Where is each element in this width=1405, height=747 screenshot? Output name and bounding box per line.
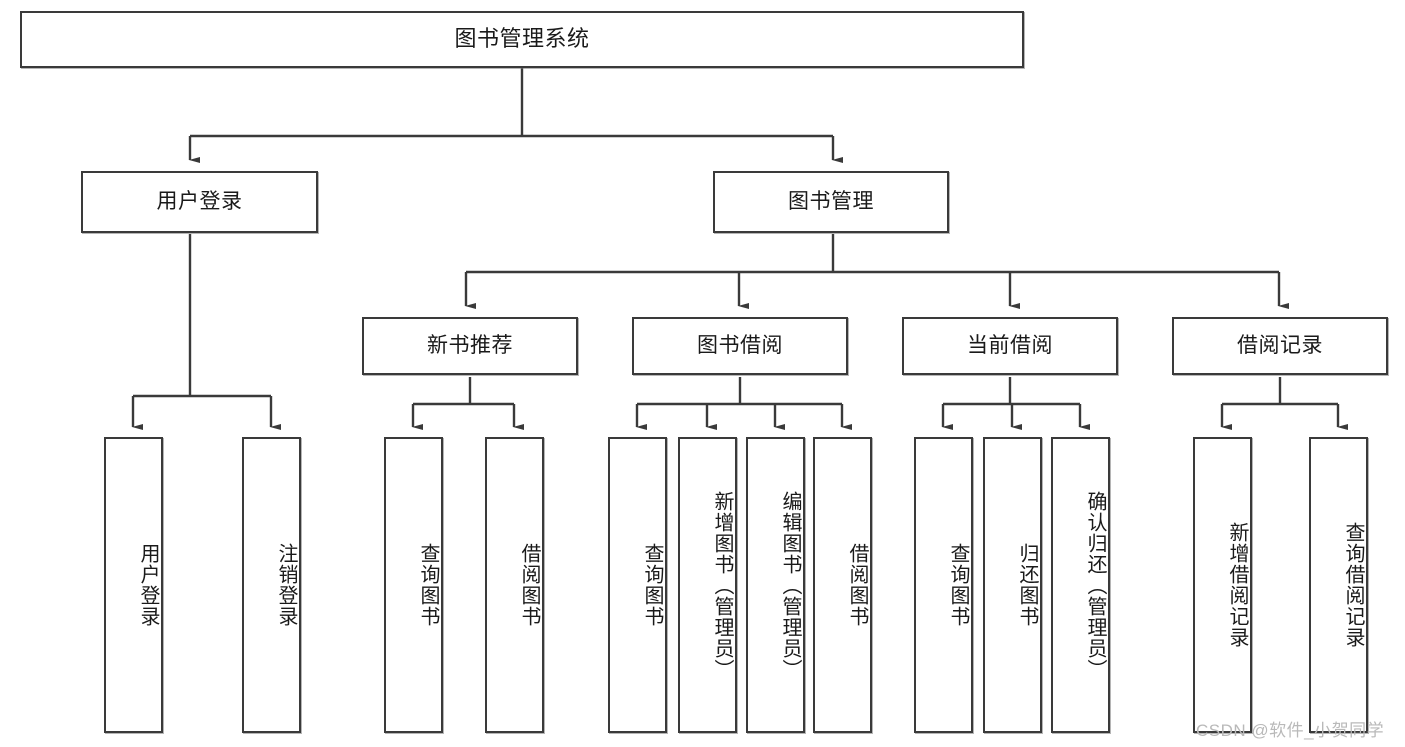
watermark-text: CSDN @软件_小贺同学 xyxy=(1196,721,1385,740)
node-leaf-logout-login[interactable]: 注销登录 xyxy=(242,437,301,733)
node-leaf-query-record-label: 查询借阅记录 xyxy=(1342,522,1364,648)
node-leaf-query-book-1-label: 查询图书 xyxy=(417,543,439,627)
node-book-manage[interactable]: 图书管理 xyxy=(713,171,949,233)
node-leaf-edit-book-label: 编辑图书（管理员） xyxy=(779,490,801,680)
node-leaf-confirm-return[interactable]: 确认归还（管理员） xyxy=(1051,437,1110,733)
node-leaf-borrow-book-2[interactable]: 借阅图书 xyxy=(813,437,872,733)
node-book-borrow[interactable]: 图书借阅 xyxy=(632,317,848,375)
node-book-borrow-label: 图书借阅 xyxy=(697,334,783,358)
node-leaf-add-record-label: 新增借阅记录 xyxy=(1226,522,1248,648)
node-leaf-query-book-3[interactable]: 查询图书 xyxy=(914,437,973,733)
csdn-watermark: CSDN @软件_小贺同学 xyxy=(1196,716,1384,741)
node-current-borrow-label: 当前借阅 xyxy=(967,334,1053,358)
node-root[interactable]: 图书管理系统 xyxy=(20,11,1024,68)
node-user-login[interactable]: 用户登录 xyxy=(81,171,318,233)
node-leaf-add-book-label: 新增图书（管理员） xyxy=(711,490,733,680)
node-borrow-record[interactable]: 借阅记录 xyxy=(1172,317,1388,375)
node-leaf-return-book-label: 归还图书 xyxy=(1016,543,1038,627)
node-leaf-borrow-book-1[interactable]: 借阅图书 xyxy=(485,437,544,733)
node-book-manage-label: 图书管理 xyxy=(788,190,874,214)
node-user-login-label: 用户登录 xyxy=(156,190,243,214)
node-root-label: 图书管理系统 xyxy=(454,26,590,52)
node-leaf-borrow-book-2-label: 借阅图书 xyxy=(846,543,868,627)
node-leaf-query-record[interactable]: 查询借阅记录 xyxy=(1309,437,1368,733)
node-borrow-record-label: 借阅记录 xyxy=(1237,334,1323,358)
node-leaf-logout-login-label: 注销登录 xyxy=(275,543,297,627)
node-leaf-user-login[interactable]: 用户登录 xyxy=(104,437,163,733)
node-leaf-add-book[interactable]: 新增图书（管理员） xyxy=(678,437,737,733)
node-leaf-user-login-label: 用户登录 xyxy=(137,543,159,627)
node-leaf-edit-book[interactable]: 编辑图书（管理员） xyxy=(746,437,805,733)
node-leaf-query-book-3-label: 查询图书 xyxy=(947,543,969,627)
node-leaf-query-book-2[interactable]: 查询图书 xyxy=(608,437,667,733)
node-leaf-query-book-1[interactable]: 查询图书 xyxy=(384,437,443,733)
node-leaf-borrow-book-1-label: 借阅图书 xyxy=(518,543,540,627)
node-leaf-return-book[interactable]: 归还图书 xyxy=(983,437,1042,733)
node-current-borrow[interactable]: 当前借阅 xyxy=(902,317,1118,375)
node-new-book-rec-label: 新书推荐 xyxy=(427,334,513,358)
node-new-book-rec[interactable]: 新书推荐 xyxy=(362,317,578,375)
node-leaf-query-book-2-label: 查询图书 xyxy=(641,543,663,627)
node-leaf-confirm-return-label: 确认归还（管理员） xyxy=(1084,490,1106,680)
node-leaf-add-record[interactable]: 新增借阅记录 xyxy=(1193,437,1252,733)
